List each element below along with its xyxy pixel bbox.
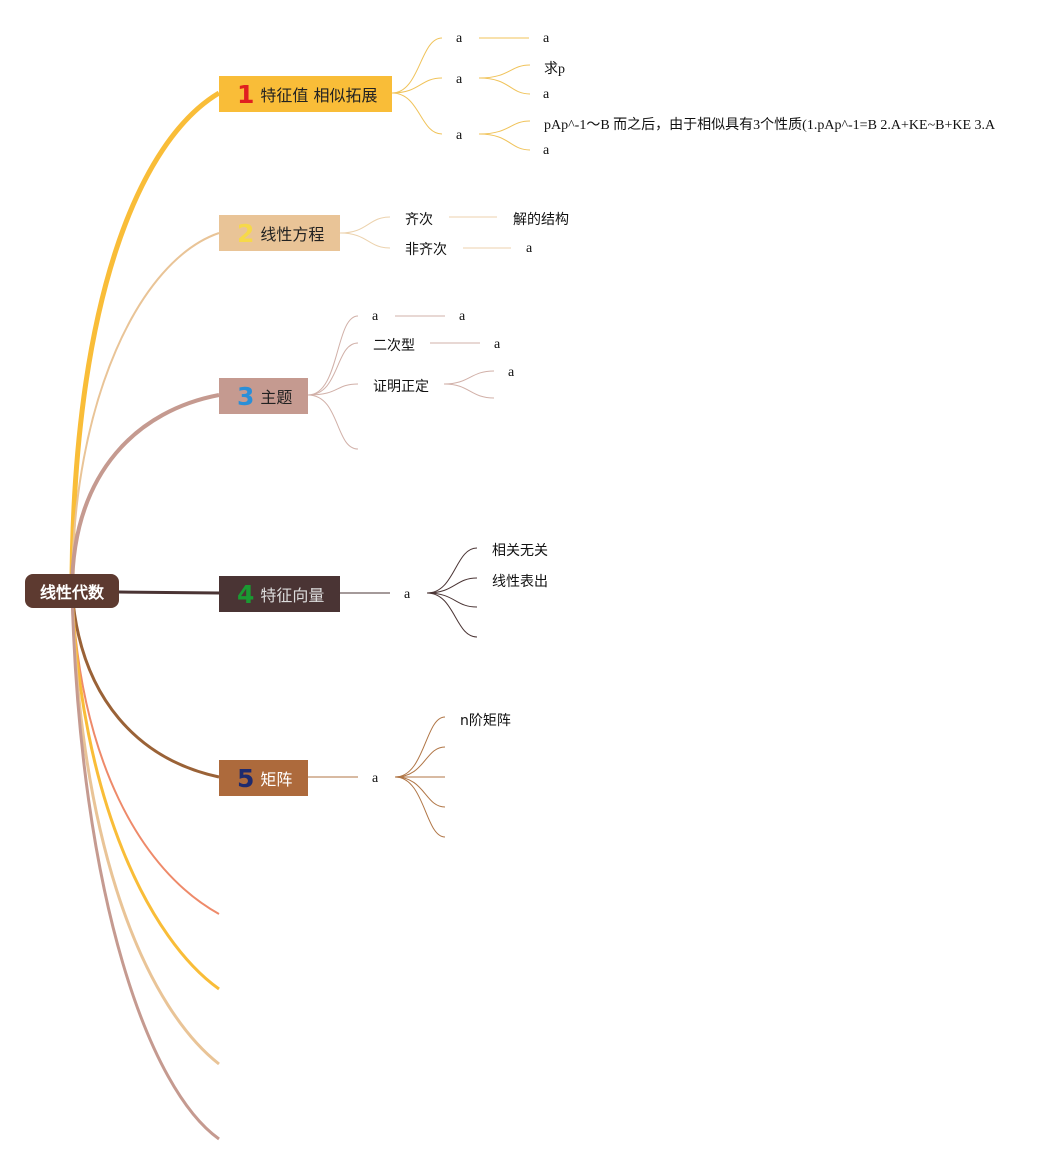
b2-sub1-leaf[interactable]: 解的结构	[513, 212, 569, 228]
b1-sub2-leaf2[interactable]: a	[543, 87, 550, 102]
branch-label: 线性方程	[260, 225, 325, 244]
branch-number: 1	[237, 79, 255, 109]
b1-sub3[interactable]: a	[456, 128, 463, 143]
root-node[interactable]: 线性代数	[25, 574, 119, 608]
b3-sub1[interactable]: a	[372, 309, 379, 324]
branch-number: 5	[237, 763, 255, 793]
b1-sub1[interactable]: a	[456, 31, 463, 46]
b5-leaf1[interactable]: n阶矩阵	[460, 713, 511, 729]
b3-sub2[interactable]: 二次型	[373, 338, 415, 354]
branch-number: 4	[237, 579, 255, 609]
root-label: 线性代数	[39, 583, 104, 602]
edge-root-b3	[70, 393, 220, 592]
b3-sub3-leaf[interactable]: a	[508, 365, 515, 380]
branch-number: 3	[237, 381, 255, 411]
branch-label: 特征向量	[260, 586, 325, 605]
edge-root-empty-2	[70, 590, 220, 991]
branch-eigenvalue[interactable]: 1 特征值 相似拓展	[219, 76, 392, 112]
branch-label: 特征值 相似拓展	[260, 86, 378, 105]
b1-sub3-leaf2[interactable]: a	[543, 143, 550, 158]
branch-label: 矩阵	[260, 770, 293, 789]
branch-number: 2	[237, 218, 255, 248]
b2-sub2[interactable]: 非齐次	[405, 242, 447, 258]
b1-sub3-leaf1[interactable]: pAp^-1〜B 而之后，由于相似具有3个性质(1.pAp^-1=B 2.A+K…	[544, 118, 996, 133]
edge-root-empty-1	[71, 590, 220, 915]
b2-sub1[interactable]: 齐次	[405, 212, 433, 228]
b1-sub2[interactable]: a	[456, 72, 463, 87]
b4-leaf1[interactable]: 相关无关	[492, 543, 548, 559]
b3-sub2-leaf[interactable]: a	[494, 337, 501, 352]
b4-leaf2[interactable]: 线性表出	[492, 574, 548, 590]
b4-sub1[interactable]: a	[404, 587, 411, 602]
branch-topic[interactable]: 3 主题	[219, 378, 308, 414]
branch-label: 主题	[260, 388, 293, 407]
edge-root-empty-4	[70, 590, 220, 1141]
b1-sub2-leaf1[interactable]: 求p	[544, 62, 565, 77]
branch-eigenvector[interactable]: 4 特征向量	[219, 576, 340, 612]
edge-root-b1	[69, 90, 221, 592]
edge-root-b5	[70, 590, 220, 779]
edge-root-b2	[71, 232, 220, 592]
b5-sub1[interactable]: a	[372, 771, 379, 786]
b3-sub1-leaf[interactable]: a	[459, 309, 466, 324]
edge-root-b4	[118, 590, 220, 595]
b2-sub2-leaf[interactable]: a	[526, 241, 533, 256]
b1-sub1-leaf[interactable]: a	[543, 31, 550, 46]
b3-sub3[interactable]: 证明正定	[373, 379, 429, 395]
branch-linear-equations[interactable]: 2 线性方程	[219, 215, 340, 251]
branch-matrix[interactable]: 5 矩阵	[219, 760, 308, 796]
